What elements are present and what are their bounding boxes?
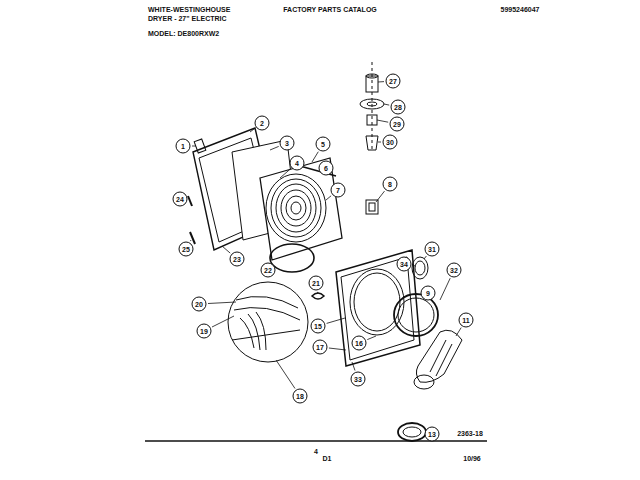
callout-number: 5	[321, 141, 325, 148]
leader-line	[208, 302, 236, 304]
callout-circle	[179, 242, 193, 256]
callout-number: 33	[354, 376, 362, 383]
callout-circle	[425, 242, 439, 256]
callout-number: 16	[355, 340, 363, 347]
callout-circle	[309, 276, 323, 290]
header-text: D1	[323, 455, 332, 462]
leader-line	[222, 246, 230, 253]
callout-circle	[230, 252, 244, 266]
header-text: 5995246047	[501, 6, 540, 13]
leader-line	[326, 196, 331, 200]
leader-line	[456, 328, 461, 336]
callout-number: 8	[388, 181, 392, 188]
callout-circle	[459, 313, 473, 327]
callout-circle	[352, 336, 366, 350]
leader-line	[327, 318, 345, 323]
leader-line	[276, 360, 295, 389]
leader-line	[250, 128, 255, 132]
callout-number: 21	[312, 280, 320, 287]
callout-number: 25	[182, 246, 190, 253]
leader-line	[280, 169, 290, 178]
leader-line	[377, 120, 388, 122]
header-text: 10/96	[463, 455, 481, 462]
leader-line	[190, 240, 192, 241]
callout-number: 18	[296, 393, 304, 400]
callout-circle	[383, 177, 397, 191]
callout-circle	[391, 100, 405, 114]
leader-line	[413, 265, 416, 267]
callout-number: 23	[233, 256, 241, 263]
callout-number: 17	[316, 344, 324, 351]
callout-number: 31	[428, 246, 436, 253]
callout-number: 22	[264, 267, 272, 274]
header-text: WHITE-WESTINGHOUSE	[148, 6, 230, 13]
leader-line	[192, 146, 196, 147]
callout-number: 3	[285, 140, 289, 147]
callout-circle	[386, 74, 400, 88]
leader-line	[212, 316, 234, 327]
callout-circle	[390, 117, 404, 131]
callout-number: 30	[386, 139, 394, 146]
callout-circle	[255, 116, 269, 130]
callout-number: 27	[389, 78, 397, 85]
leader-line	[367, 336, 376, 340]
leader-line	[352, 362, 355, 371]
callout-circle	[351, 372, 365, 386]
leader-line	[384, 104, 389, 105]
callout-number: 32	[450, 267, 458, 274]
callout-number: 29	[393, 121, 401, 128]
header-text: MODEL: DE800RXW2	[148, 30, 219, 37]
header-text: FACTORY PARTS CATALOG	[283, 6, 377, 13]
header-text: 2363-18	[457, 430, 483, 437]
callout-circle	[311, 319, 325, 333]
callout-number: 34	[400, 261, 408, 268]
callout-circle	[197, 324, 211, 338]
callout-circle	[192, 297, 206, 311]
callout-number: 2	[260, 120, 264, 127]
leader-line	[376, 191, 385, 202]
callout-circle	[383, 135, 397, 149]
leader-line	[424, 256, 426, 259]
callout-number: 4	[295, 160, 299, 167]
callout-circle	[176, 139, 190, 153]
callout-circle	[319, 161, 333, 175]
callout-number: 13	[428, 431, 436, 438]
callout-number: 7	[336, 187, 340, 194]
callout-circle	[397, 257, 411, 271]
callout-number: 24	[176, 196, 184, 203]
callout-circle	[425, 427, 439, 441]
callout-circle	[293, 389, 307, 403]
leader-line	[329, 348, 346, 350]
callout-number: 15	[314, 323, 322, 330]
callout-circle	[331, 183, 345, 197]
leader-line	[270, 146, 279, 150]
leader-line	[440, 278, 450, 300]
callout-circle	[280, 136, 294, 150]
callout-circle	[313, 340, 327, 354]
header-text: DRYER - 27" ELECTRIC	[148, 15, 227, 22]
leader-line	[312, 152, 318, 162]
header-text: 4	[314, 448, 318, 455]
callout-circle	[316, 137, 330, 151]
leader-line	[317, 292, 318, 294]
leader-line	[378, 142, 381, 143]
callout-number: 6	[324, 165, 328, 172]
callout-number: 28	[394, 104, 402, 111]
callout-number: 9	[426, 290, 430, 297]
callout-number: 11	[462, 317, 469, 324]
callout-circle	[447, 263, 461, 277]
leader-line	[378, 81, 384, 82]
callout-circle	[173, 192, 187, 206]
callout-circle	[421, 286, 435, 300]
callout-circle	[261, 263, 275, 277]
callout-number: 19	[200, 328, 208, 335]
callout-circle	[290, 156, 304, 170]
callout-number: 1	[181, 143, 185, 150]
callout-number: 20	[195, 301, 203, 308]
